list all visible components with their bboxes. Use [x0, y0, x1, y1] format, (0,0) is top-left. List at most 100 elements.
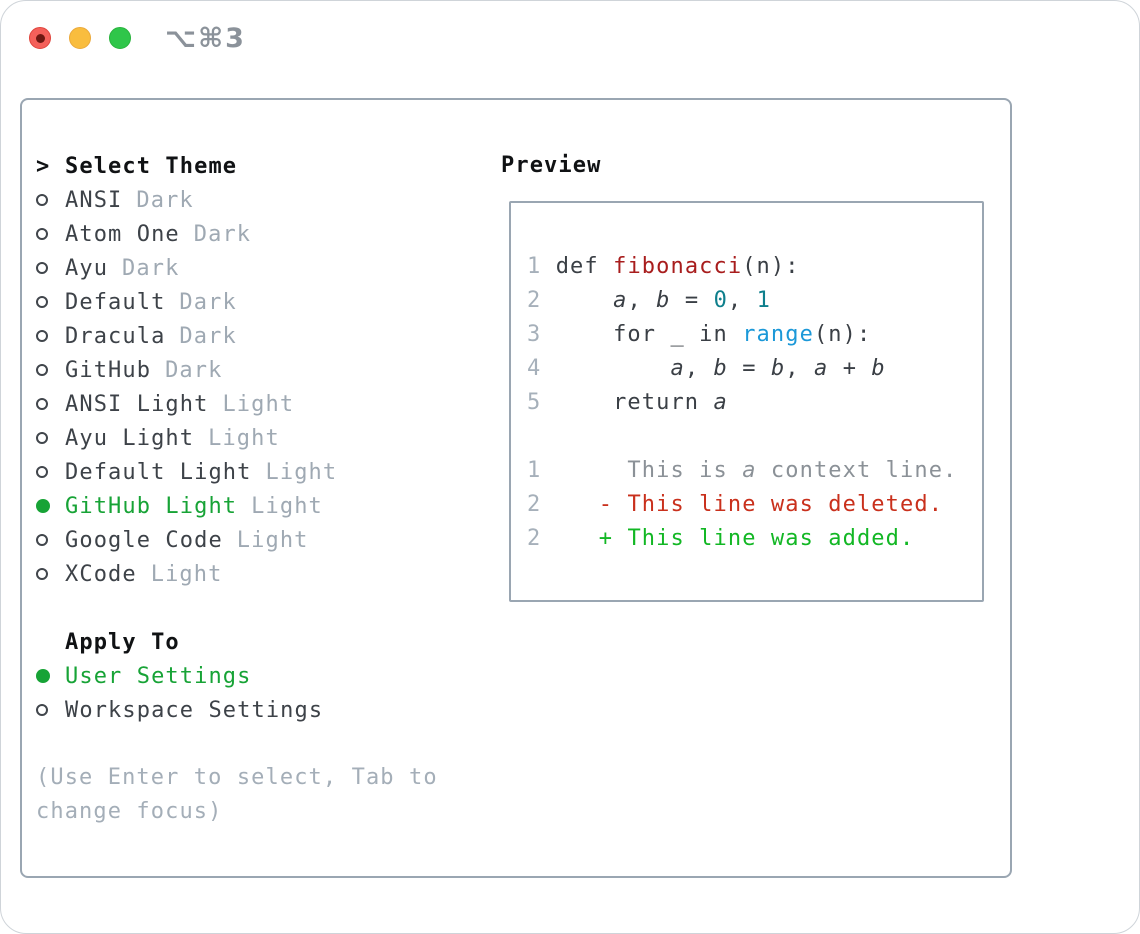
code-token: a	[742, 458, 757, 483]
code-token: =	[670, 288, 714, 313]
code-token: fibonacci	[613, 254, 743, 279]
radio-icon	[36, 432, 65, 444]
theme-name: Default Light	[65, 459, 252, 485]
code-token: ,	[727, 288, 757, 313]
diff-added-line: 2 + This line was added.	[527, 522, 982, 556]
code-token: 5	[527, 390, 542, 415]
theme-variant: Light	[222, 391, 295, 417]
close-button[interactable]	[29, 27, 51, 49]
zoom-button[interactable]	[109, 27, 131, 49]
code-token: 1	[527, 458, 542, 483]
code-token	[541, 526, 598, 551]
radio-icon	[36, 262, 65, 274]
theme-option-github-light[interactable]: GitHub Light Light	[36, 489, 501, 523]
theme-option-xcode[interactable]: XCode Light	[36, 557, 501, 591]
apply-option-name-selected: User Settings	[65, 663, 252, 689]
code-token: a	[670, 356, 685, 381]
radio-icon	[36, 194, 65, 206]
minimize-button[interactable]	[69, 27, 91, 49]
preview-title: Preview	[501, 153, 602, 178]
theme-variant: Dark	[165, 357, 223, 383]
theme-name: GitHub	[65, 357, 152, 383]
apply-to-title: Apply To	[65, 629, 180, 655]
theme-option-ansi-light[interactable]: ANSI Light Light	[36, 387, 501, 421]
radio-selected-icon	[36, 499, 65, 513]
apply-option-workspace-settings[interactable]: Workspace Settings	[36, 693, 501, 727]
theme-option-google-code[interactable]: Google Code Light	[36, 523, 501, 557]
code-line-1: 1 def fibonacci(n):	[527, 250, 982, 284]
radio-icon	[36, 228, 65, 240]
theme-option-default-dark[interactable]: Default Dark	[36, 285, 501, 319]
theme-list-title: Select Theme	[65, 153, 238, 179]
theme-variant: Dark	[179, 289, 237, 315]
code-token: a	[814, 356, 829, 381]
code-token: range	[742, 322, 814, 347]
code-token: 1	[527, 254, 542, 279]
radio-icon	[36, 568, 65, 580]
theme-name-selected: GitHub Light	[65, 493, 238, 519]
theme-variant: Dark	[193, 221, 252, 247]
theme-picker-panel: > Select Theme ANSI Dark Atom One Dark A…	[20, 98, 1012, 878]
theme-name: Google Code	[65, 527, 223, 553]
code-token: This is	[541, 458, 743, 483]
preview-box: 1 def fibonacci(n): 2 a, b = 0, 1 3 for …	[509, 201, 984, 602]
code-token: 0	[713, 288, 728, 313]
code-token: ,	[627, 288, 657, 313]
code-line-3: 3 for _ in range(n):	[527, 318, 982, 352]
theme-name: Atom One	[65, 221, 180, 247]
code-token: b	[871, 356, 886, 381]
radio-icon	[36, 704, 65, 716]
theme-option-atom-one-dark[interactable]: Atom One Dark	[36, 217, 501, 251]
theme-variant: Light	[208, 425, 280, 451]
radio-icon	[36, 398, 65, 410]
traffic-lights	[29, 27, 131, 49]
theme-name: ANSI	[65, 187, 123, 213]
theme-option-github-dark[interactable]: GitHub Dark	[36, 353, 501, 387]
code-token: b	[770, 356, 786, 381]
theme-name: XCode	[65, 561, 137, 587]
code-token: a	[713, 390, 728, 415]
code-token	[541, 492, 598, 517]
code-token: a	[613, 288, 628, 313]
radio-icon	[36, 330, 65, 342]
theme-list: > Select Theme ANSI Dark Atom One Dark A…	[36, 149, 501, 829]
code-token: 2	[527, 288, 542, 313]
code-token: context line.	[756, 458, 958, 483]
code-token: 2	[527, 526, 542, 551]
code-token: +	[828, 356, 872, 381]
theme-name: Default	[65, 289, 166, 315]
theme-option-ansi-dark[interactable]: ANSI Dark	[36, 183, 501, 217]
blank-line	[527, 420, 982, 454]
radio-icon	[36, 364, 65, 376]
code-token: 1	[756, 288, 771, 313]
theme-name: Ayu Light	[65, 425, 195, 451]
code-token: for _ in	[541, 322, 743, 347]
radio-icon	[36, 466, 65, 478]
focus-caret-icon: >	[36, 153, 51, 179]
radio-icon	[36, 534, 65, 546]
window-title: ⌥⌘3	[165, 23, 246, 54]
code-token	[541, 288, 613, 313]
theme-variant: Light	[265, 459, 338, 485]
theme-option-ayu-light[interactable]: Ayu Light Light	[36, 421, 501, 455]
code-token: 3	[527, 322, 542, 347]
code-line-2: 2 a, b = 0, 1	[527, 284, 982, 318]
code-token: def	[541, 254, 614, 279]
theme-option-dracula-dark[interactable]: Dracula Dark	[36, 319, 501, 353]
theme-variant: Dark	[122, 255, 180, 281]
code-token	[541, 356, 670, 381]
apply-option-user-settings[interactable]: User Settings	[36, 659, 501, 693]
theme-option-default-light[interactable]: Default Light Light	[36, 455, 501, 489]
code-token: 2	[527, 492, 542, 517]
code-token: (n):	[742, 254, 800, 279]
code-token: - This line was deleted.	[598, 492, 944, 517]
apply-option-name: Workspace Settings	[65, 697, 324, 723]
theme-option-ayu-dark[interactable]: Ayu Dark	[36, 251, 501, 285]
theme-variant: Dark	[179, 323, 237, 349]
theme-list-header: > Select Theme	[36, 149, 501, 183]
keyboard-hint-line1: (Use Enter to select, Tab to	[36, 765, 438, 790]
code-token: b	[656, 288, 671, 313]
code-token: b	[713, 356, 728, 381]
diff-deleted-line: 2 - This line was deleted.	[527, 488, 982, 522]
